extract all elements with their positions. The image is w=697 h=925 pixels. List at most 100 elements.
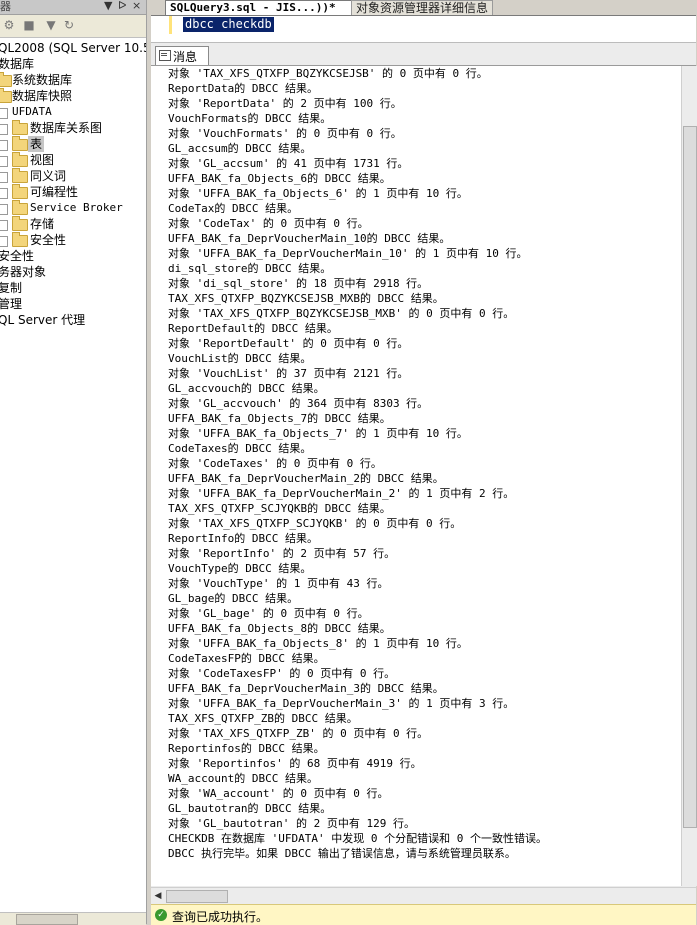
folder-icon: [12, 232, 28, 247]
connect-icon[interactable]: ⚙: [3, 18, 15, 32]
message-line: CHECKDB 在数据库 'UFDATA' 中发现 0 个分配错误和 0 个一致…: [168, 832, 547, 845]
status-text: 查询已成功执行。: [172, 910, 269, 924]
message-line: 对象 'di_sql_store' 的 18 页中有 2918 行。: [168, 277, 429, 290]
messages-pane[interactable]: 对象 'TAX_XFS_QTXFP_BQZYKCSEJSB' 的 0 页中有 0…: [151, 66, 681, 886]
message-line: UFFA_BAK_fa_Objects_8的 DBCC 结果。: [168, 622, 391, 635]
pin-icon[interactable]: ᐅ: [118, 0, 127, 12]
expand-icon[interactable]: [0, 172, 8, 183]
message-line: 对象 'GL_accvouch' 的 364 页中有 8303 行。: [168, 397, 429, 410]
results-tabbar: 消息: [151, 43, 696, 66]
message-line: GL_accsum的 DBCC 结果。: [168, 142, 312, 155]
message-line: UFFA_BAK_fa_DeprVoucherMain_2的 DBCC 结果。: [168, 472, 444, 485]
tree-diagrams-node[interactable]: 数据库关系图: [0, 120, 146, 136]
message-line: GL_bage的 DBCC 结果。: [168, 592, 299, 605]
message-line: 对象 'VouchType' 的 1 页中有 43 行。: [168, 577, 389, 590]
tree-ufdata-node[interactable]: UFDATA: [0, 104, 146, 120]
message-line: 对象 'UFFA_BAK_fa_DeprVoucherMain_10' 的 1 …: [168, 247, 528, 260]
tab-messages[interactable]: 消息: [155, 46, 209, 65]
tree-views-node[interactable]: 视图: [0, 152, 146, 168]
horizontal-scrollbar[interactable]: ◀: [151, 887, 696, 904]
message-line: CodeTaxes的 DBCC 结果。: [168, 442, 312, 455]
dropdown-icon[interactable]: ▼: [104, 0, 113, 12]
expand-icon[interactable]: [0, 156, 8, 167]
folder-icon: [0, 88, 12, 103]
message-line: 对象 'CodeTaxesFP' 的 0 页中有 0 行。: [168, 667, 396, 680]
expand-icon[interactable]: [0, 236, 8, 247]
sql-code-line[interactable]: dbcc checkdb: [183, 17, 274, 32]
message-line: 对象 'UFFA_BAK_fa_DeprVoucherMain_3' 的 1 页…: [168, 697, 515, 710]
folder-icon: [12, 200, 28, 215]
folder-icon: [12, 168, 28, 183]
tree-db-security-node[interactable]: 安全性: [0, 232, 146, 248]
folder-icon: [12, 136, 28, 151]
collapse-icon[interactable]: [0, 108, 8, 119]
folder-icon: [0, 72, 12, 87]
message-line: TAX_XFS_QTXFP_BQZYKCSEJSB_MXB的 DBCC 结果。: [168, 292, 444, 305]
message-line: 对象 'CodeTaxes' 的 0 页中有 0 行。: [168, 457, 382, 470]
tab-sqlquery3[interactable]: SQLQuery3.sql - JIS...))*: [165, 0, 353, 15]
message-line: CodeTaxesFP的 DBCC 结果。: [168, 652, 325, 665]
message-line: 对象 'TAX_XFS_QTXFP_BQZYKCSEJSB_MXB' 的 0 页…: [168, 307, 515, 320]
message-line: ReportDefault的 DBCC 结果。: [168, 322, 338, 335]
expand-icon[interactable]: [0, 124, 8, 135]
message-line: 对象 'ReportDefault' 的 0 页中有 0 行。: [168, 337, 409, 350]
scrollbar-thumb[interactable]: [166, 890, 228, 903]
message-line: VouchFormats的 DBCC 结果。: [168, 112, 332, 125]
expand-icon[interactable]: [0, 140, 8, 151]
message-line: TAX_XFS_QTXFP_SCJYQKB的 DBCC 结果。: [168, 502, 391, 515]
message-line: CodeTax的 DBCC 结果。: [168, 202, 299, 215]
expand-icon[interactable]: [0, 188, 8, 199]
message-line: 对象 'GL_bage' 的 0 页中有 0 行。: [168, 607, 369, 620]
message-icon: [159, 50, 171, 61]
message-line: VouchList的 DBCC 结果。: [168, 352, 312, 365]
tree-snapshots-node[interactable]: 数据库快照: [0, 88, 146, 104]
expand-icon[interactable]: [0, 220, 8, 231]
message-line: 对象 'TAX_XFS_QTXFP_ZB' 的 0 页中有 0 行。: [168, 727, 429, 740]
document-tabstrip: SQLQuery3.sql - JIS...))* 对象资源管理器详细信息: [151, 0, 696, 16]
change-margin: [169, 16, 172, 34]
message-line: 对象 'ReportData' 的 2 页中有 100 行。: [168, 97, 402, 110]
folder-icon: [12, 216, 28, 231]
expand-icon[interactable]: [0, 204, 8, 215]
tree-tables-node[interactable]: 表: [0, 136, 146, 152]
query-status-bar: ✓ 查询已成功执行。: [151, 904, 696, 925]
panel-title: 器: [0, 0, 11, 13]
message-line: 对象 'GL_accsum' 的 41 页中有 1731 行。: [168, 157, 409, 170]
message-line: ReportData的 DBCC 结果。: [168, 82, 318, 95]
message-line: 对象 'TAX_XFS_QTXFP_SCJYQKB' 的 0 页中有 0 行。: [168, 517, 462, 530]
query-window: SQLQuery3.sql - JIS...))* 对象资源管理器详细信息 db…: [151, 0, 697, 925]
scrollbar-thumb[interactable]: [683, 126, 697, 828]
message-line: Reportinfos的 DBCC 结果。: [168, 742, 325, 755]
message-line: 对象 'CodeTax' 的 0 页中有 0 行。: [168, 217, 369, 230]
filter-icon[interactable]: ▼: [46, 18, 56, 32]
object-explorer-titlebar: 器 ▼ ᐅ ×: [0, 0, 146, 15]
message-line: 对象 'Reportinfos' 的 68 页中有 4919 行。: [168, 757, 422, 770]
refresh-icon[interactable]: ↻: [63, 18, 75, 32]
tree-programmability-node[interactable]: 可编程性: [0, 184, 146, 200]
sql-editor[interactable]: dbcc checkdb: [151, 16, 696, 43]
message-line: 对象 'WA_account' 的 0 页中有 0 行。: [168, 787, 389, 800]
message-line: 对象 'TAX_XFS_QTXFP_BQZYKCSEJSB' 的 0 页中有 0…: [168, 67, 488, 80]
scrollbar-thumb[interactable]: [16, 914, 78, 925]
tab-object-explorer-details[interactable]: 对象资源管理器详细信息: [351, 0, 494, 15]
horizontal-scrollbar[interactable]: [0, 912, 146, 925]
message-line: UFFA_BAK_fa_Objects_6的 DBCC 结果。: [168, 172, 391, 185]
tree-synonyms-node[interactable]: 同义词: [0, 168, 146, 184]
message-line: UFFA_BAK_fa_Objects_7的 DBCC 结果。: [168, 412, 391, 425]
message-line: UFFA_BAK_fa_DeprVoucherMain_10的 DBCC 结果。: [168, 232, 451, 245]
tree-storage-node[interactable]: 存储: [0, 216, 146, 232]
disconnect-icon[interactable]: ■: [23, 18, 35, 32]
success-check-icon: ✓: [155, 909, 167, 921]
message-line: WA_account的 DBCC 结果。: [168, 772, 318, 785]
close-icon[interactable]: ×: [132, 0, 142, 12]
scroll-left-icon[interactable]: ◀: [154, 891, 162, 901]
folder-icon: [12, 184, 28, 199]
tree-service-broker-node[interactable]: Service Broker: [0, 200, 146, 216]
tree-system-databases-node[interactable]: 系统数据库: [0, 72, 146, 88]
folder-icon: [12, 120, 28, 135]
vertical-scrollbar[interactable]: [681, 66, 697, 886]
folder-icon: [12, 152, 28, 167]
message-line: DBCC 执行完毕。如果 DBCC 输出了错误信息，请与系统管理员联系。: [168, 847, 516, 860]
message-list: 对象 'TAX_XFS_QTXFP_BQZYKCSEJSB' 的 0 页中有 0…: [168, 66, 547, 861]
panel-splitter[interactable]: [146, 0, 151, 924]
